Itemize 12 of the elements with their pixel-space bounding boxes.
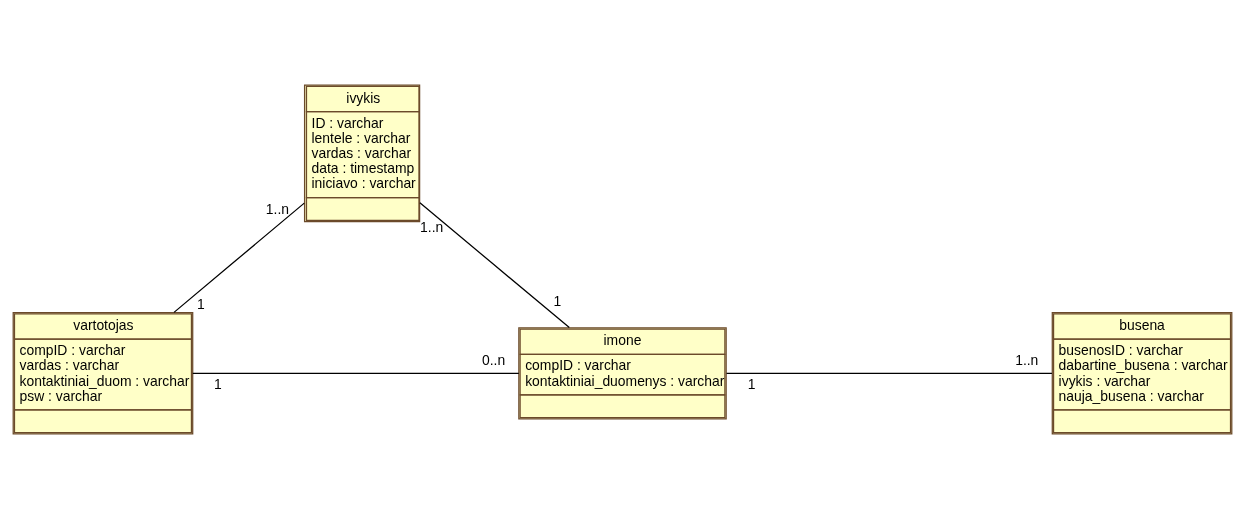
label: 1..n: [420, 218, 444, 235]
label: 0..n: [482, 351, 506, 368]
connector: [419, 201, 570, 328]
label: 1: [197, 295, 205, 312]
label: 1..n: [265, 200, 289, 217]
connector: [725, 372, 1053, 374]
label: 1: [747, 375, 756, 392]
connector: [173, 202, 305, 313]
label: 1..n: [1015, 351, 1039, 368]
label: 1: [214, 375, 222, 392]
label: 1: [553, 292, 562, 309]
connector: [192, 372, 520, 374]
